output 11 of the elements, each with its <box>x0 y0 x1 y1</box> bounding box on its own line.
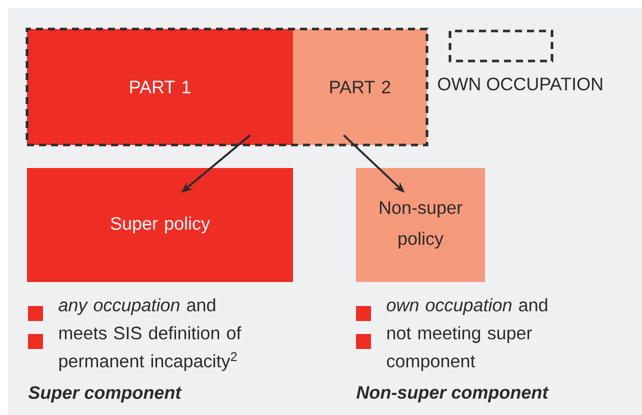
part-box: PART 1 <box>27 29 293 145</box>
legend-label: OWN OCCUPATION <box>438 78 602 90</box>
list-item-text: meets SIS definition of permanent incapacity$^{2}$ <box>59 326 242 371</box>
dashed-frame <box>26 28 428 146</box>
policy-box: Non-super policy <box>356 168 485 282</box>
list-item-text: not meeting super component <box>386 326 532 371</box>
policy-box: Super policy <box>27 168 293 282</box>
list-item-text: own occupation and <box>386 298 548 315</box>
column-heading: Non-super component <box>356 386 549 402</box>
column-heading: Super component <box>28 386 182 402</box>
part-box: PART 2 <box>293 29 427 145</box>
